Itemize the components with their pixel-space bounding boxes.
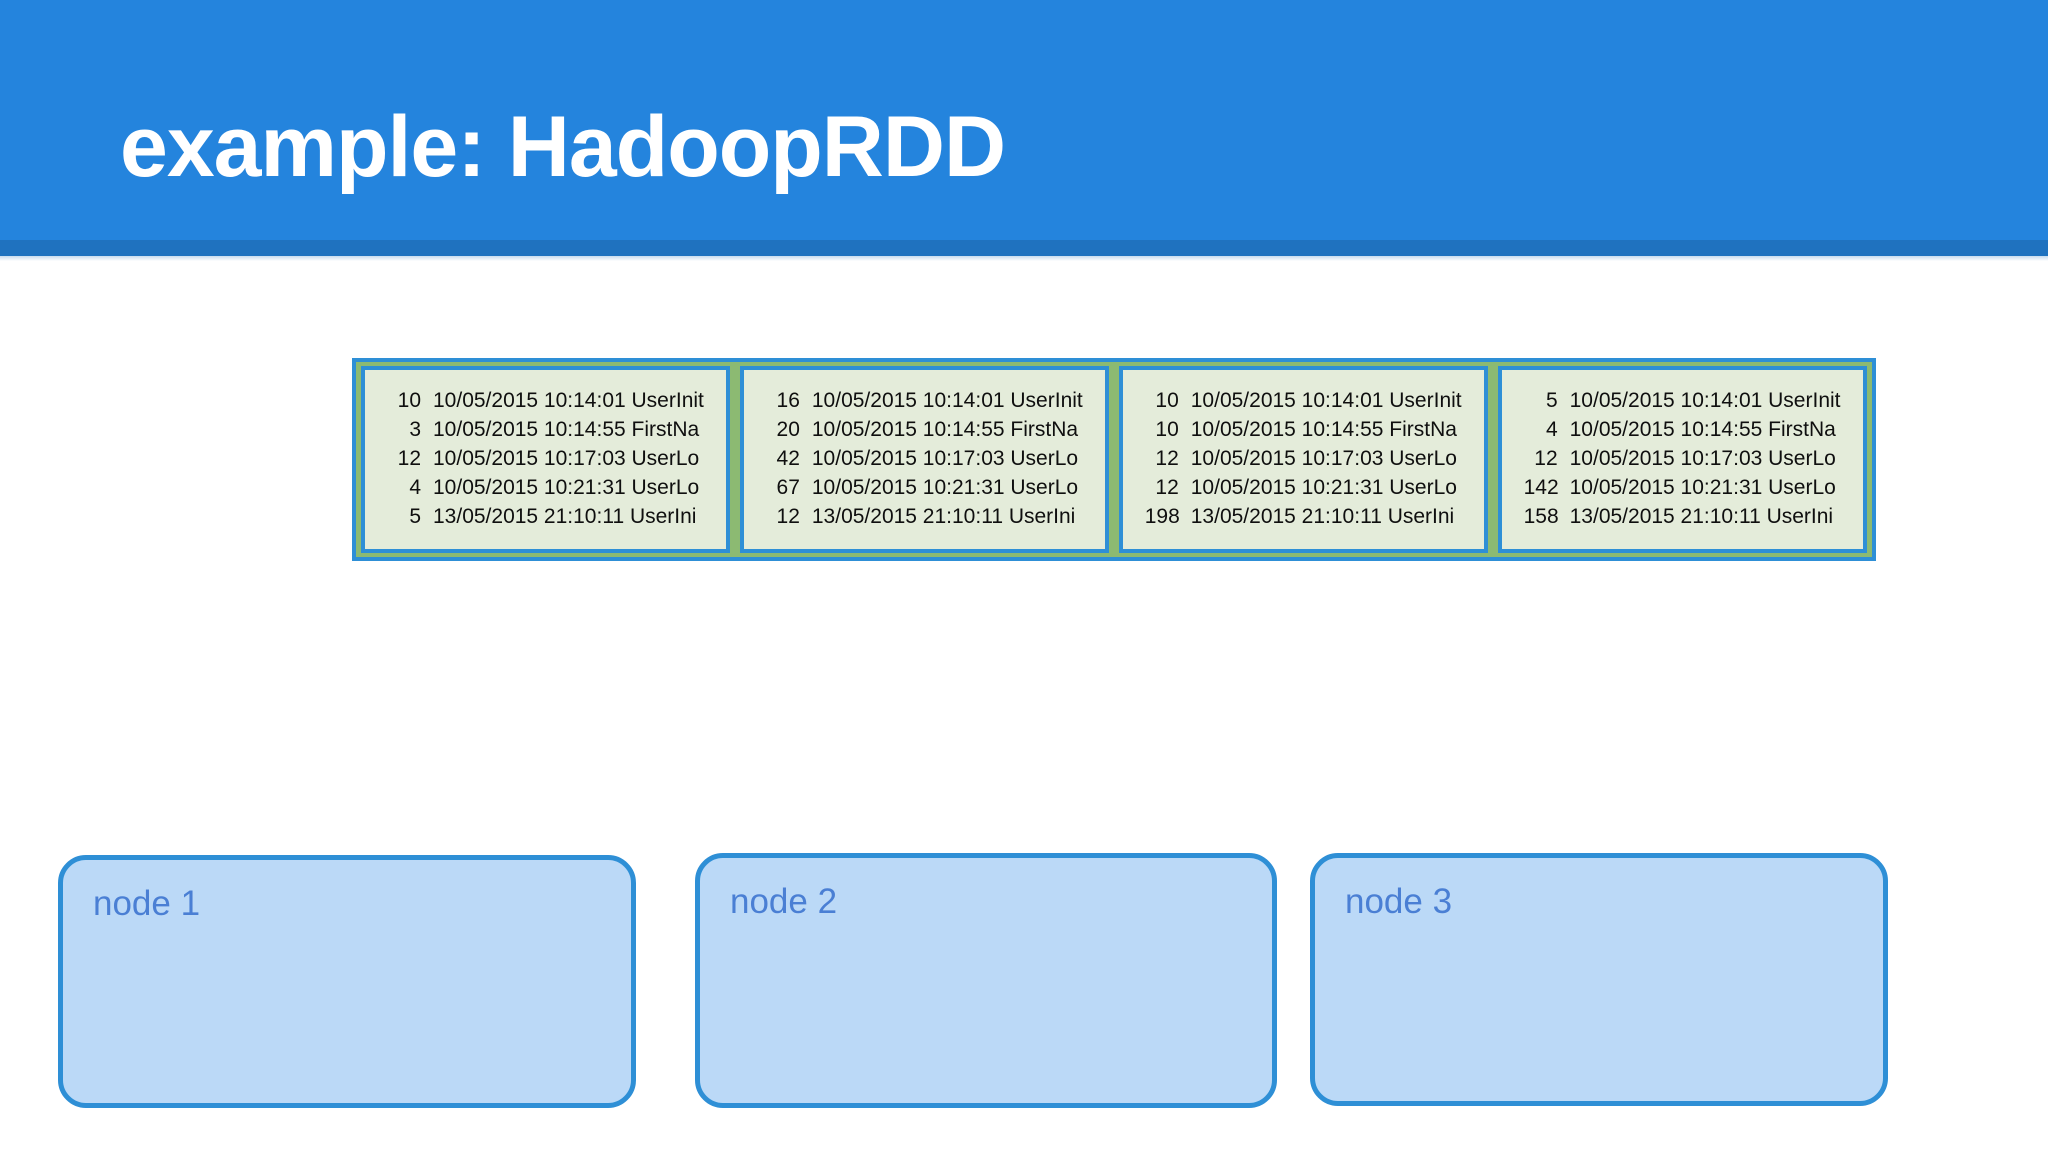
block-record-row: 10 10/05/2015 10:14:01 UserInit xyxy=(387,386,704,415)
block-record-row: 12 10/05/2015 10:17:03 UserLo xyxy=(1524,444,1841,473)
slide-header-stripe xyxy=(0,240,2048,256)
block-record-row: 16 10/05/2015 10:14:01 UserInit xyxy=(766,386,1083,415)
block-record-id: 10 xyxy=(1155,389,1179,412)
hdfs-block: 16 10/05/2015 10:14:01 UserInit 20 10/05/20… xyxy=(739,366,1109,553)
block-record-text: 10/05/2015 10:17:03 UserLo xyxy=(1569,447,1836,470)
block-record-id: 12 xyxy=(1534,447,1558,470)
page-title: example: HadoopRDD xyxy=(120,99,1006,195)
slide-header-bar xyxy=(0,0,2048,240)
block-record-row: 12 13/05/2015 21:10:11 UserIni xyxy=(766,502,1083,531)
block-record-id: 16 xyxy=(776,389,800,412)
block-record-text: 10/05/2015 10:14:55 FirstNa xyxy=(811,418,1079,441)
block-record-text: 10/05/2015 10:14:55 FirstNa xyxy=(433,418,700,441)
block-record-row: 5 10/05/2015 10:14:01 UserInit xyxy=(1524,386,1841,415)
node-label-1: node 1 xyxy=(93,884,201,923)
block-record-id: 12 xyxy=(1155,476,1179,499)
block-record-id: 10 xyxy=(397,389,421,412)
hdfs-block: 10 10/05/2015 10:14:01 UserInit 3 10/05/201… xyxy=(361,366,730,553)
block-record-id: 20 xyxy=(776,418,800,441)
block-record-row: 142 10/05/2015 10:21:31 UserLo xyxy=(1524,473,1841,502)
block-record-id: 42 xyxy=(776,447,800,470)
block-record-text: 10/05/2015 10:21:31 UserLo xyxy=(1569,476,1836,499)
block-record-id: 3 xyxy=(409,418,421,441)
block-record-text: 10/05/2015 10:14:01 UserInit xyxy=(1190,389,1462,412)
block-record-id: 198 xyxy=(1144,505,1180,528)
block-record-row: 4 10/05/2015 10:14:55 FirstNa xyxy=(1524,415,1841,444)
node-box-2[interactable]: node 2 xyxy=(695,853,1277,1108)
node-box-3[interactable]: node 3 xyxy=(1310,853,1888,1106)
block-record-text: 10/05/2015 10:17:03 UserLo xyxy=(433,447,700,470)
block-record-text: 10/05/2015 10:17:03 UserLo xyxy=(1190,447,1457,470)
block-record-row: 158 13/05/2015 21:10:11 UserIni xyxy=(1524,502,1841,531)
block-record-text: 10/05/2015 10:21:31 UserLo xyxy=(1190,476,1457,499)
block-record-text: 10/05/2015 10:14:55 FirstNa xyxy=(1569,418,1836,441)
block-record-id: 12 xyxy=(776,505,800,528)
node-label-3: node 3 xyxy=(1345,882,1453,921)
block-record-text: 10/05/2015 10:14:55 FirstNa xyxy=(1190,418,1457,441)
block-record-row: 42 10/05/2015 10:17:03 UserLo xyxy=(766,444,1083,473)
block-record-id: 4 xyxy=(1545,418,1558,441)
block-record-row: 4 10/05/2015 10:21:31 UserLo xyxy=(387,473,704,502)
hdfs-block-group: 10 10/05/2015 10:14:01 UserInit 3 10/05/201… xyxy=(352,358,1876,561)
block-record-row: 12 10/05/2015 10:17:03 UserLo xyxy=(387,444,704,473)
block-record-id: 4 xyxy=(409,476,421,499)
block-record-id: 12 xyxy=(397,447,421,470)
hdfs-block: 5 10/05/2015 10:14:01 UserInit 4 10/05/2015… xyxy=(1497,366,1867,553)
block-record-id: 5 xyxy=(409,505,421,528)
block-record-id: 142 xyxy=(1523,476,1559,499)
block-record-row: 67 10/05/2015 10:21:31 UserLo xyxy=(766,473,1083,502)
block-record-text: 13/05/2015 21:10:11 UserIni xyxy=(433,505,697,528)
block-record-id: 12 xyxy=(1155,447,1179,470)
block-record-row: 3 10/05/2015 10:14:55 FirstNa xyxy=(387,415,704,444)
block-record-row: 198 13/05/2015 21:10:11 UserIni xyxy=(1145,502,1462,531)
block-record-text: 13/05/2015 21:10:11 UserIni xyxy=(1569,505,1834,528)
node-box-1[interactable]: node 1 xyxy=(58,855,636,1108)
block-record-text: 10/05/2015 10:14:01 UserInit xyxy=(433,389,704,412)
block-record-row: 12 10/05/2015 10:17:03 UserLo xyxy=(1145,444,1462,473)
hdfs-block: 10 10/05/2015 10:14:01 UserInit 10 10/05/20… xyxy=(1118,366,1488,553)
block-record-text: 10/05/2015 10:17:03 UserLo xyxy=(811,447,1079,470)
block-record-id: 158 xyxy=(1523,505,1559,528)
block-record-text: 13/05/2015 21:10:11 UserIni xyxy=(1190,505,1455,528)
block-record-row: 20 10/05/2015 10:14:55 FirstNa xyxy=(766,415,1083,444)
block-record-text: 13/05/2015 21:10:11 UserIni xyxy=(811,505,1076,528)
block-record-row: 12 10/05/2015 10:21:31 UserLo xyxy=(1145,473,1462,502)
block-record-text: 10/05/2015 10:21:31 UserLo xyxy=(811,476,1079,499)
block-record-row: 10 10/05/2015 10:14:01 UserInit xyxy=(1145,386,1462,415)
block-record-row: 10 10/05/2015 10:14:55 FirstNa xyxy=(1145,415,1462,444)
block-record-id: 67 xyxy=(776,476,800,499)
block-record-id: 10 xyxy=(1155,418,1179,441)
block-record-id: 5 xyxy=(1545,389,1558,412)
block-record-text: 10/05/2015 10:21:31 UserLo xyxy=(433,476,700,499)
slide-header-shadow xyxy=(0,256,2048,261)
block-record-text: 10/05/2015 10:14:01 UserInit xyxy=(811,389,1083,412)
block-record-text: 10/05/2015 10:14:01 UserInit xyxy=(1569,389,1841,412)
block-record-row: 5 13/05/2015 21:10:11 UserIni xyxy=(387,502,704,531)
node-label-2: node 2 xyxy=(730,882,838,921)
